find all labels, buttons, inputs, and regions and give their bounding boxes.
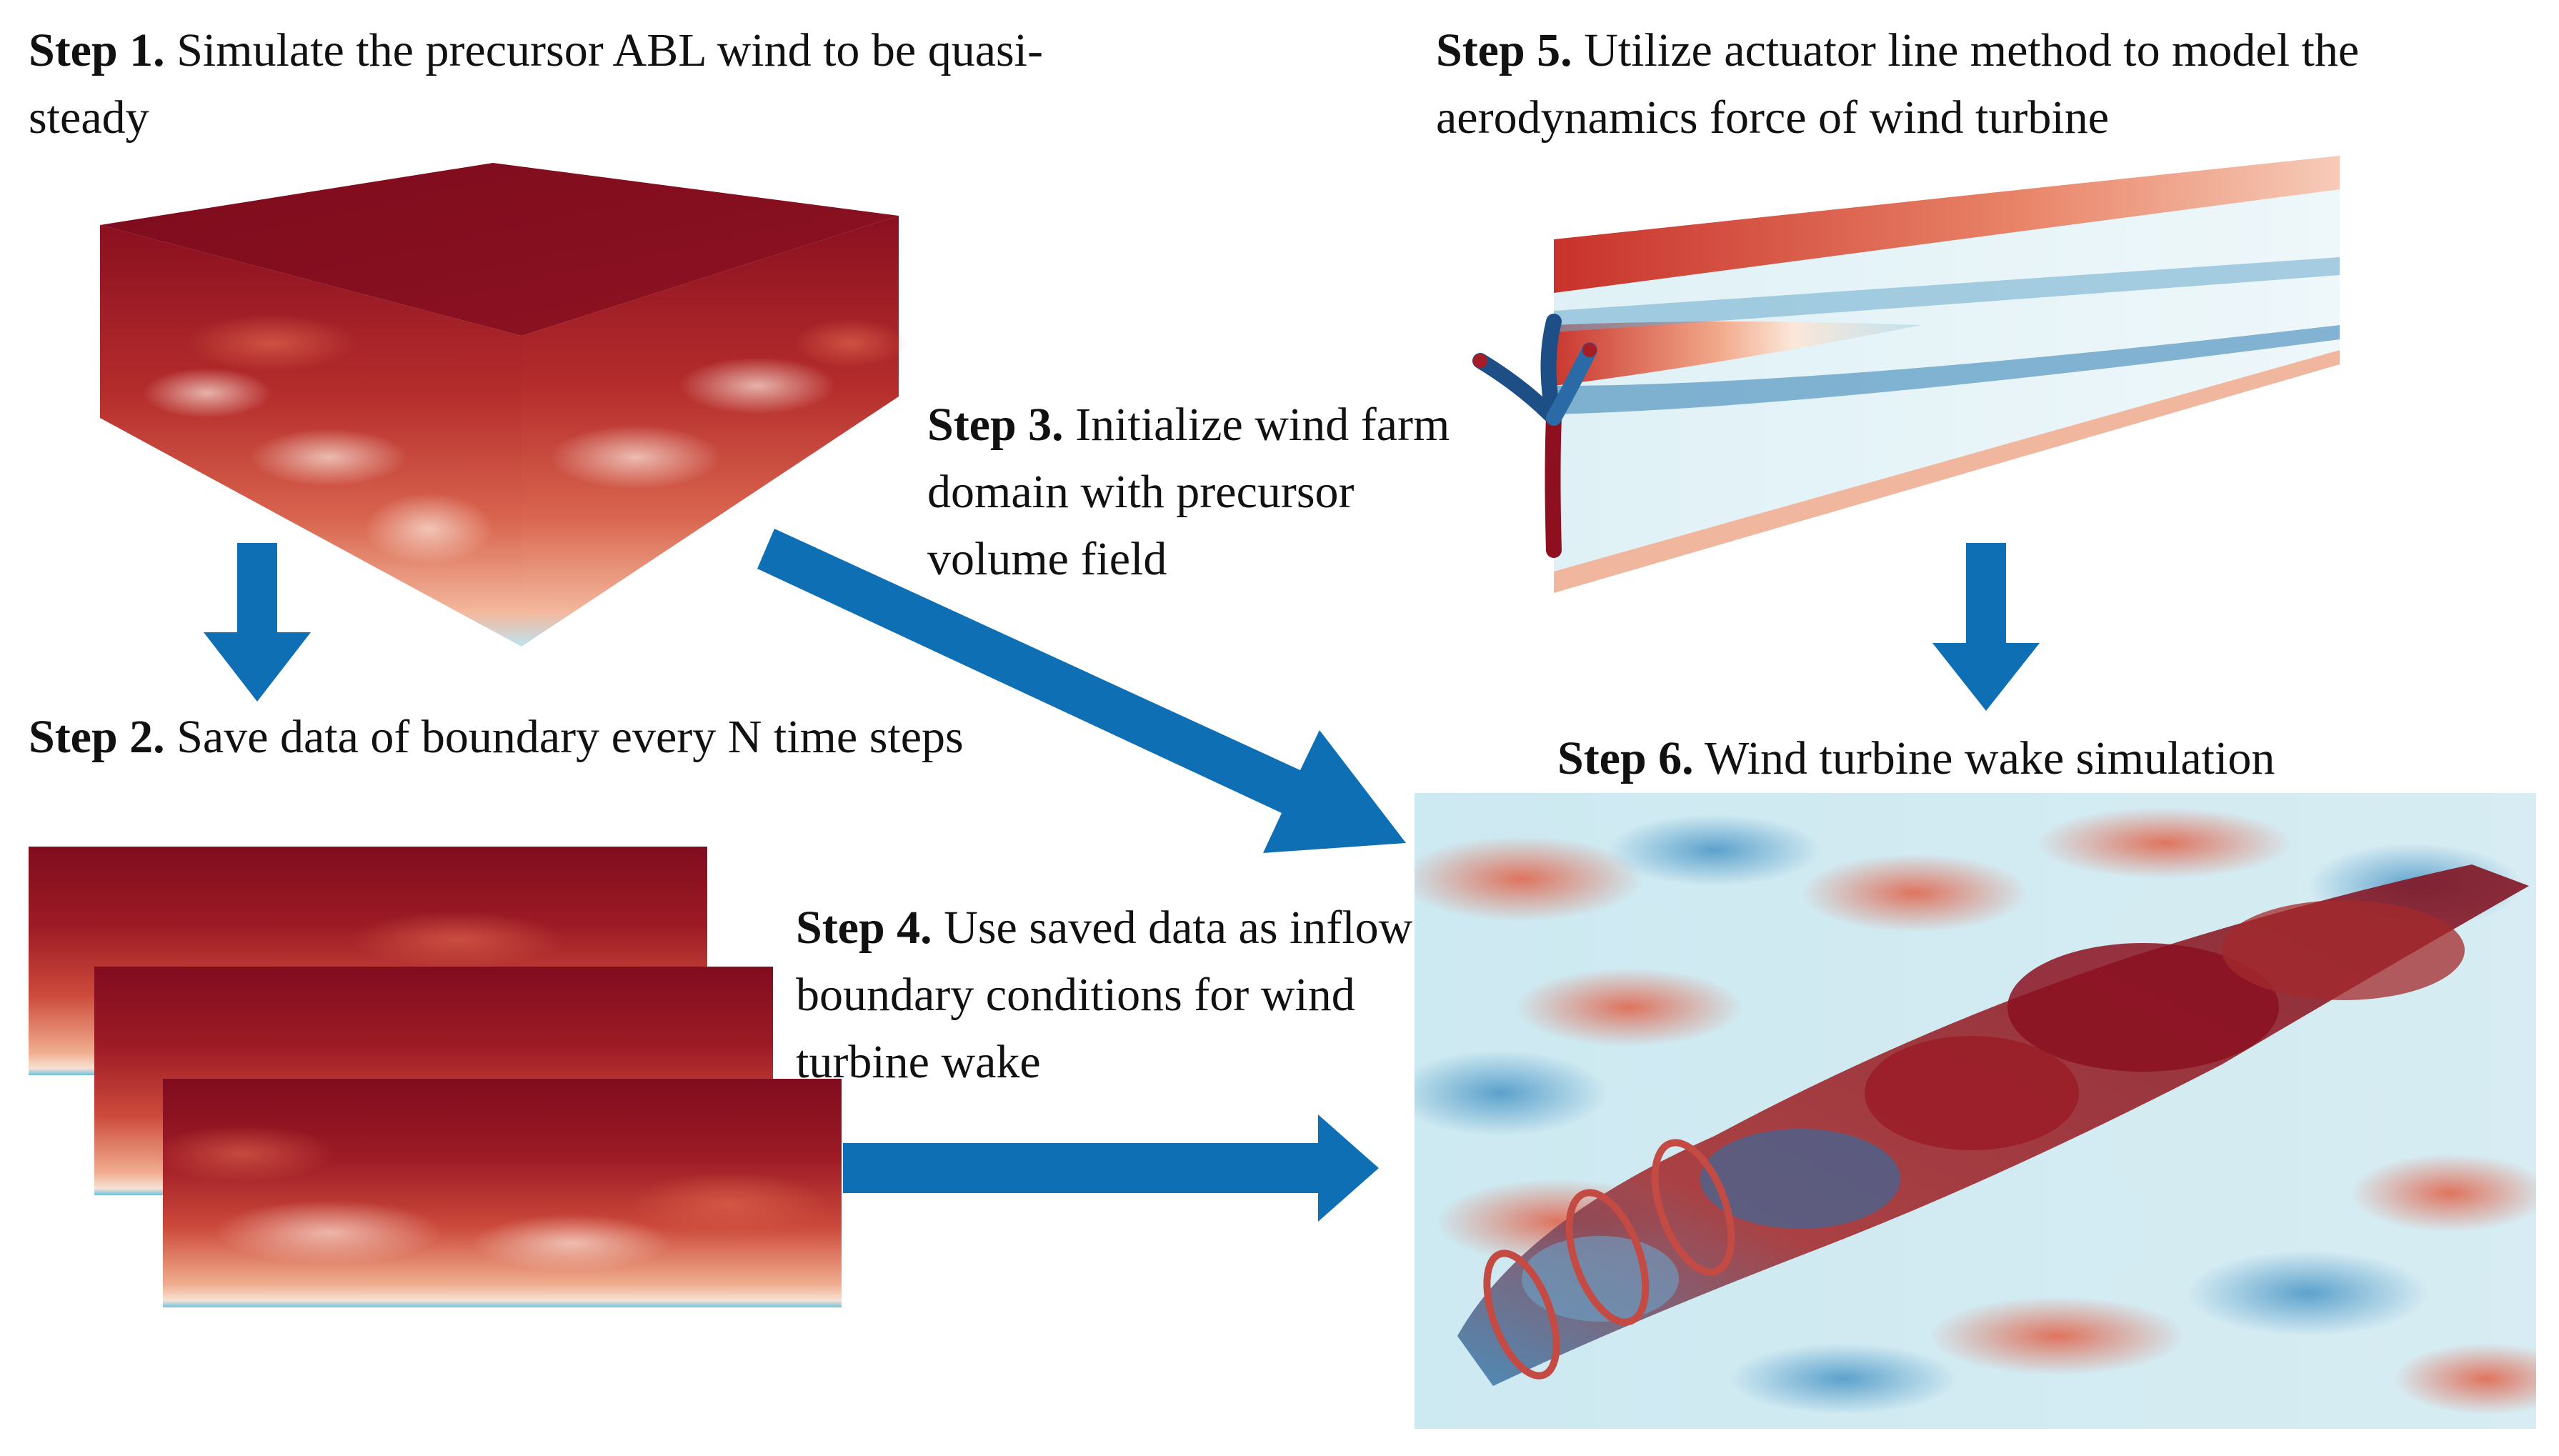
step-2-text: Save data of boundary every N time steps bbox=[176, 711, 964, 763]
step-6-caption: Step 6. Wind turbine wake simulation bbox=[1557, 725, 2543, 792]
turbine-rotor-tip-vortices bbox=[1483, 1139, 1735, 1380]
step-3-label: Step 3. bbox=[927, 399, 1064, 451]
step-3-text: Initialize wind farm domain with precurs… bbox=[927, 399, 1450, 585]
step-4-text: Use saved data as inflow boundary condit… bbox=[796, 902, 1413, 1088]
step-1-label: Step 1. bbox=[29, 24, 165, 76]
step-2-caption: Step 2. Save data of boundary every N ti… bbox=[29, 704, 1043, 771]
precursor-domain-right-face bbox=[522, 216, 899, 647]
arrow-step4-to-step6 bbox=[843, 1115, 1379, 1222]
arrow-step1-to-step2 bbox=[204, 543, 311, 702]
step-4-caption: Step 4. Use saved data as inflow boundar… bbox=[796, 894, 1425, 1096]
actuator-line-slice bbox=[1472, 156, 2340, 593]
slice-top-shear-layer bbox=[1554, 156, 2340, 293]
step-5-label: Step 5. bbox=[1436, 24, 1572, 76]
precursor-abl-domain bbox=[100, 163, 907, 647]
step-1-caption: Step 1. Simulate the precursor ABL wind … bbox=[29, 17, 1043, 151]
turbine-rotor-icon bbox=[1472, 314, 1597, 558]
step-3-caption: Step 3. Initialize wind farm domain with… bbox=[927, 392, 1456, 593]
step-5-text: Utilize actuator line method to model th… bbox=[1436, 24, 2360, 144]
step-4-label: Step 4. bbox=[796, 902, 932, 954]
arrow-step3-to-step6 bbox=[757, 529, 1406, 853]
wake-simulation-view bbox=[1415, 793, 2536, 1429]
step-2-label: Step 2. bbox=[29, 711, 165, 763]
precursor-domain-top-face bbox=[100, 163, 899, 336]
slice-bottom-layer bbox=[1554, 350, 2340, 593]
step-6-label: Step 6. bbox=[1557, 732, 1694, 784]
arrow-step5-to-step6 bbox=[1932, 543, 2040, 711]
turbulence-texture bbox=[143, 314, 907, 564]
step-5-caption: Step 5. Utilize actuator line method to … bbox=[1436, 17, 2536, 151]
boundary-data-panels bbox=[29, 847, 842, 1307]
step-1-text: Simulate the precursor ABL wind to be qu… bbox=[29, 24, 1044, 144]
step-6-text: Wind turbine wake simulation bbox=[1705, 732, 2275, 784]
turbine-wake-core bbox=[1554, 321, 1922, 386]
